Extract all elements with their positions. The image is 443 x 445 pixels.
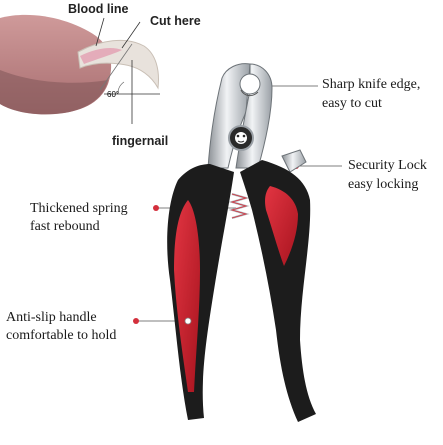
spring-coil-icon [228, 193, 250, 219]
quick-pink [80, 48, 122, 64]
feature-sharp-edge-line1: Sharp knife edge, [322, 77, 421, 92]
paw-shadow [0, 70, 108, 115]
handle-left-red [174, 200, 200, 392]
blood-line-label: Blood line [68, 2, 129, 16]
feature-spring: Thickened spring fast rebound [30, 200, 128, 235]
cut-here-leader [121, 21, 141, 49]
feature-security-lock-line1: Security Lock [348, 158, 427, 173]
security-lock-latch [281, 149, 307, 173]
feature-handle-line2: comfortable to hold [6, 328, 117, 343]
dot-spring [153, 205, 159, 211]
cut-line-marker [99, 43, 133, 91]
handle-left-hole [184, 317, 192, 325]
handle-right-red [265, 186, 298, 266]
feature-sharp-edge: Sharp knife edge, easy to cut [322, 76, 420, 112]
cut-here-label: Cut here [150, 14, 201, 28]
nail-cutting-diagram: 60° [0, 14, 160, 124]
feature-spring-line1: Thickened spring [30, 201, 128, 216]
feature-security-lock-line2: easy locking [348, 177, 419, 192]
feature-sharp-edge-line2: easy to cut [322, 96, 382, 111]
dot-handle [133, 318, 139, 324]
feature-handle-line1: Anti-slip handle [6, 310, 97, 325]
angle-arc [117, 81, 125, 95]
feature-spring-line2: fast rebound [30, 219, 100, 234]
angle-label: 60° [107, 90, 119, 99]
nail-clipper [167, 63, 316, 422]
feature-security-lock: Security Lock easy locking [348, 157, 427, 193]
blade-hole [239, 73, 261, 95]
blood-line-leader [95, 17, 105, 47]
feature-handle: Anti-slip handle comfortable to hold [6, 309, 116, 344]
fingernail-label: fingernail [112, 134, 169, 148]
cutting-edge [240, 89, 259, 97]
